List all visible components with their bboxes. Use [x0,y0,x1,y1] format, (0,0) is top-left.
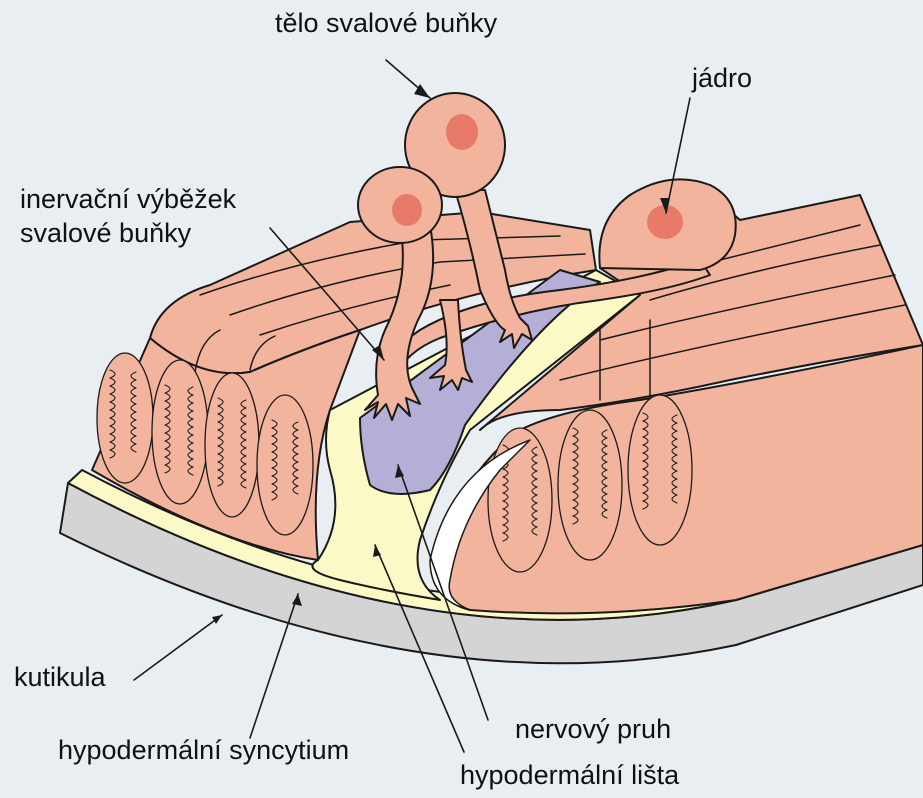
label-hypodermal-syncytium: hypodermální syncytium [58,733,349,767]
nucleus-back [446,114,478,150]
label-innervation-process-line2: svalové buňky [20,216,236,250]
label-innervation-process-line1: inervační výběžek [20,182,236,216]
label-hypodermal-ridge: hypodermální lišta [460,758,679,792]
label-muscle-cell-body: tělo svalové buňky [275,6,497,40]
label-nucleus: jádro [692,61,752,95]
right-sarcomere-coils [488,395,692,572]
label-innervation-process: inervační výběžek svalové buňky [20,182,236,250]
label-nerve-cord: nervový pruh [515,712,671,746]
nucleus-front [392,194,422,226]
label-cuticle: kutikula [14,660,106,694]
